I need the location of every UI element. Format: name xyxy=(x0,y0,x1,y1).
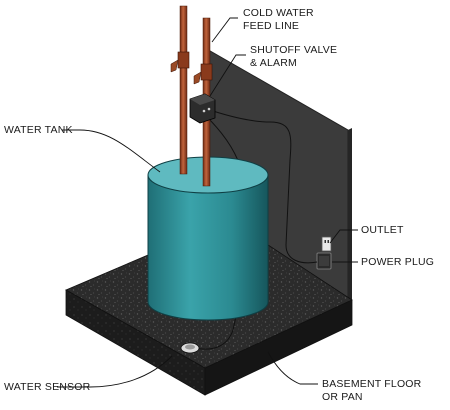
water-sensor xyxy=(180,342,200,354)
leader-lines xyxy=(57,17,358,388)
label-outlet: OUTLET xyxy=(361,224,404,236)
label-water-tank: WATER TANK xyxy=(4,124,73,136)
shutoff-valve-alarm xyxy=(189,93,216,124)
power-plug xyxy=(316,252,332,270)
label-power-plug: POWER PLUG xyxy=(361,256,435,268)
label-water-sensor: WATER SENSOR xyxy=(4,381,91,393)
outlet xyxy=(321,236,332,252)
label-basement-floor: BASEMENT FLOOR OR PAN xyxy=(322,378,422,403)
label-cold-water-feed-line: COLD WATER FEED LINE xyxy=(243,7,314,32)
label-shutoff-valve-alarm: SHUTOFF VALVE & ALARM xyxy=(250,44,338,69)
